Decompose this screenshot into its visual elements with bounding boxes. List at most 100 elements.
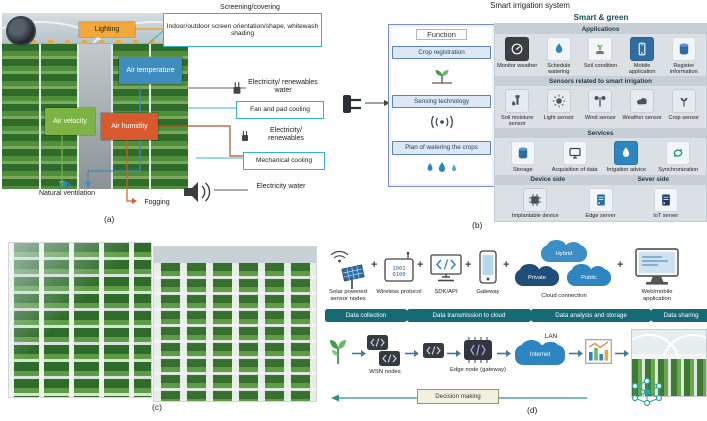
sensor-light: Light sensor — [538, 89, 579, 121]
solar-sensor-node-icon — [325, 249, 369, 294]
lan-label: LAN — [544, 333, 558, 340]
devices-row: Implantable device Edge server IoT serve… — [495, 185, 706, 222]
fan-icon — [6, 16, 36, 46]
label-air-humidity: Air humidity — [101, 113, 158, 140]
app-label: Mobile application — [628, 62, 656, 75]
wireless-protocol-label: Wireless protocol — [376, 289, 422, 295]
label-electricity-water: Electricity water — [256, 183, 306, 190]
acquisition-of-data-icon — [562, 141, 587, 165]
function-item-crop-registration: Crop registration — [392, 46, 491, 60]
service-acquisition: Acquisition of data — [550, 141, 600, 173]
sdk-api-label: SDK/API — [434, 289, 458, 295]
sdk-api-icon — [429, 253, 463, 288]
analytics-chart-icon — [585, 339, 612, 369]
gateway-icon — [477, 249, 499, 290]
app-label: Monitor weather — [497, 62, 538, 69]
monitor-weather-icon — [505, 37, 530, 61]
arrow-right-icon — [352, 350, 366, 357]
wsn-node-chip-icon — [379, 351, 400, 366]
arrow-right-icon — [447, 350, 461, 357]
services-header: Services — [495, 128, 706, 138]
sensor-label: Light sensor — [543, 114, 575, 121]
app-label: Register information — [669, 62, 698, 75]
function-title: Function — [416, 29, 467, 40]
function-item-sensing-technology: Sensing technology — [392, 94, 491, 109]
iot-server-icon — [653, 187, 678, 212]
irrigation-advice-icon — [614, 141, 639, 165]
service-storage: Storage — [498, 141, 548, 173]
sensor-wind: Wind sensor — [580, 89, 621, 121]
private-cloud-icon: Private — [515, 264, 559, 286]
arrow-right-icon — [615, 350, 629, 357]
device-iot-server: IoT server — [640, 187, 692, 220]
greenhouse-photo — [2, 13, 188, 189]
applications-row: Monitor weather Schedule watering Soil c… — [495, 34, 706, 76]
solar-node-label: Solar powered sensor nodes — [329, 289, 367, 302]
plant-icon — [422, 66, 462, 89]
sensors-header: Sensors related to smart irrigation — [495, 76, 706, 86]
plus-sign: + — [371, 259, 378, 271]
label-air-velocity: Air velocity — [45, 108, 95, 135]
synchronization-icon — [666, 141, 691, 165]
crop-sensor-icon — [671, 89, 696, 113]
public-cloud-icon: Public — [567, 264, 611, 286]
label-electricity-renewables-water: Electricity/ renewables water — [248, 79, 318, 94]
edge-node-label: Edge node (gateway) — [450, 367, 506, 373]
label-screening-box: Indoor/outdoor screen orientation/shape,… — [163, 13, 322, 47]
greenhouse-thumbnail — [631, 329, 707, 397]
label-fan-pad-cooling: Fan and pad cooling — [236, 101, 324, 119]
banner-data-collection: Data collection — [325, 309, 407, 322]
vertical-farm-photo-left — [8, 242, 152, 398]
cloud-connection-label: Cloud connection — [541, 293, 587, 299]
register-information-icon — [671, 37, 696, 61]
label-fogging: Fogging — [144, 199, 170, 206]
device-side-headers: Device side Sever side — [495, 174, 706, 185]
sensor-label: Weather sensor — [622, 114, 662, 121]
plant-icon — [327, 335, 349, 370]
services-row: Storage Acquisition of data Irrigation a… — [495, 138, 706, 175]
app-label: Schedule watering — [547, 62, 571, 75]
soil-condition-icon — [588, 37, 613, 61]
service-label: Acquisition of data — [551, 166, 598, 173]
applications-header: Applications — [495, 24, 706, 34]
plus-sign: + — [617, 259, 624, 271]
smart-green-panel: Applications Monitor weather Schedule wa… — [495, 24, 706, 221]
schedule-watering-icon — [546, 37, 571, 61]
app-mobile-application: Mobile application — [622, 37, 663, 75]
arrow-right-icon — [497, 350, 511, 357]
label-natural-ventilation: Natural ventilation — [38, 190, 96, 197]
light-sensor-icon — [546, 89, 571, 113]
wsn-node-chip-icon — [367, 335, 388, 350]
vertical-farm-photo-right — [153, 246, 317, 402]
sensors-row: Soil moisture sensor Light sensor Wind s… — [495, 86, 706, 128]
grow-lights — [2, 40, 188, 44]
caption-c: (c) — [152, 402, 162, 412]
sensor-connector-icon — [341, 91, 363, 122]
wireless-protocol-icon: 1001 0100 — [383, 251, 415, 285]
label-lighting: Lighting — [79, 22, 135, 37]
electricity-plug-icon — [238, 129, 252, 148]
web-mobile-application-icon — [631, 247, 683, 292]
service-label: Irrigation advice — [606, 166, 647, 173]
device-side-header: Device side — [495, 174, 601, 185]
function-box: Function Crop registration Sensing techn… — [388, 24, 495, 187]
water-drops-icon — [422, 161, 462, 182]
app-label: Soil condition — [583, 62, 618, 69]
caption-a: (a) — [104, 214, 115, 224]
panel-b-title: Smart irrigation system — [490, 1, 570, 10]
sensor-label: Crop sensor — [668, 114, 700, 121]
app-soil-condition: Soil condition — [580, 37, 621, 69]
function-item-watering-plan: Plan of watering the crops — [392, 141, 491, 155]
smart-green-title: Smart & green — [573, 13, 629, 22]
hybrid-cloud-icon: Hybrid — [541, 240, 587, 262]
plus-sign: + — [417, 259, 424, 271]
wireless-bits: 1001 0100 — [392, 266, 406, 278]
network-nodes-icon — [629, 377, 665, 412]
label-screening-title: Screening/covering — [220, 4, 280, 11]
wifi-broadcast-icon — [422, 114, 462, 135]
server-side-header: Sever side — [600, 174, 706, 185]
gateway-label: Gateway — [476, 289, 500, 295]
app-schedule-watering: Schedule watering — [538, 37, 579, 75]
edge-node-chip-icon — [463, 337, 493, 368]
